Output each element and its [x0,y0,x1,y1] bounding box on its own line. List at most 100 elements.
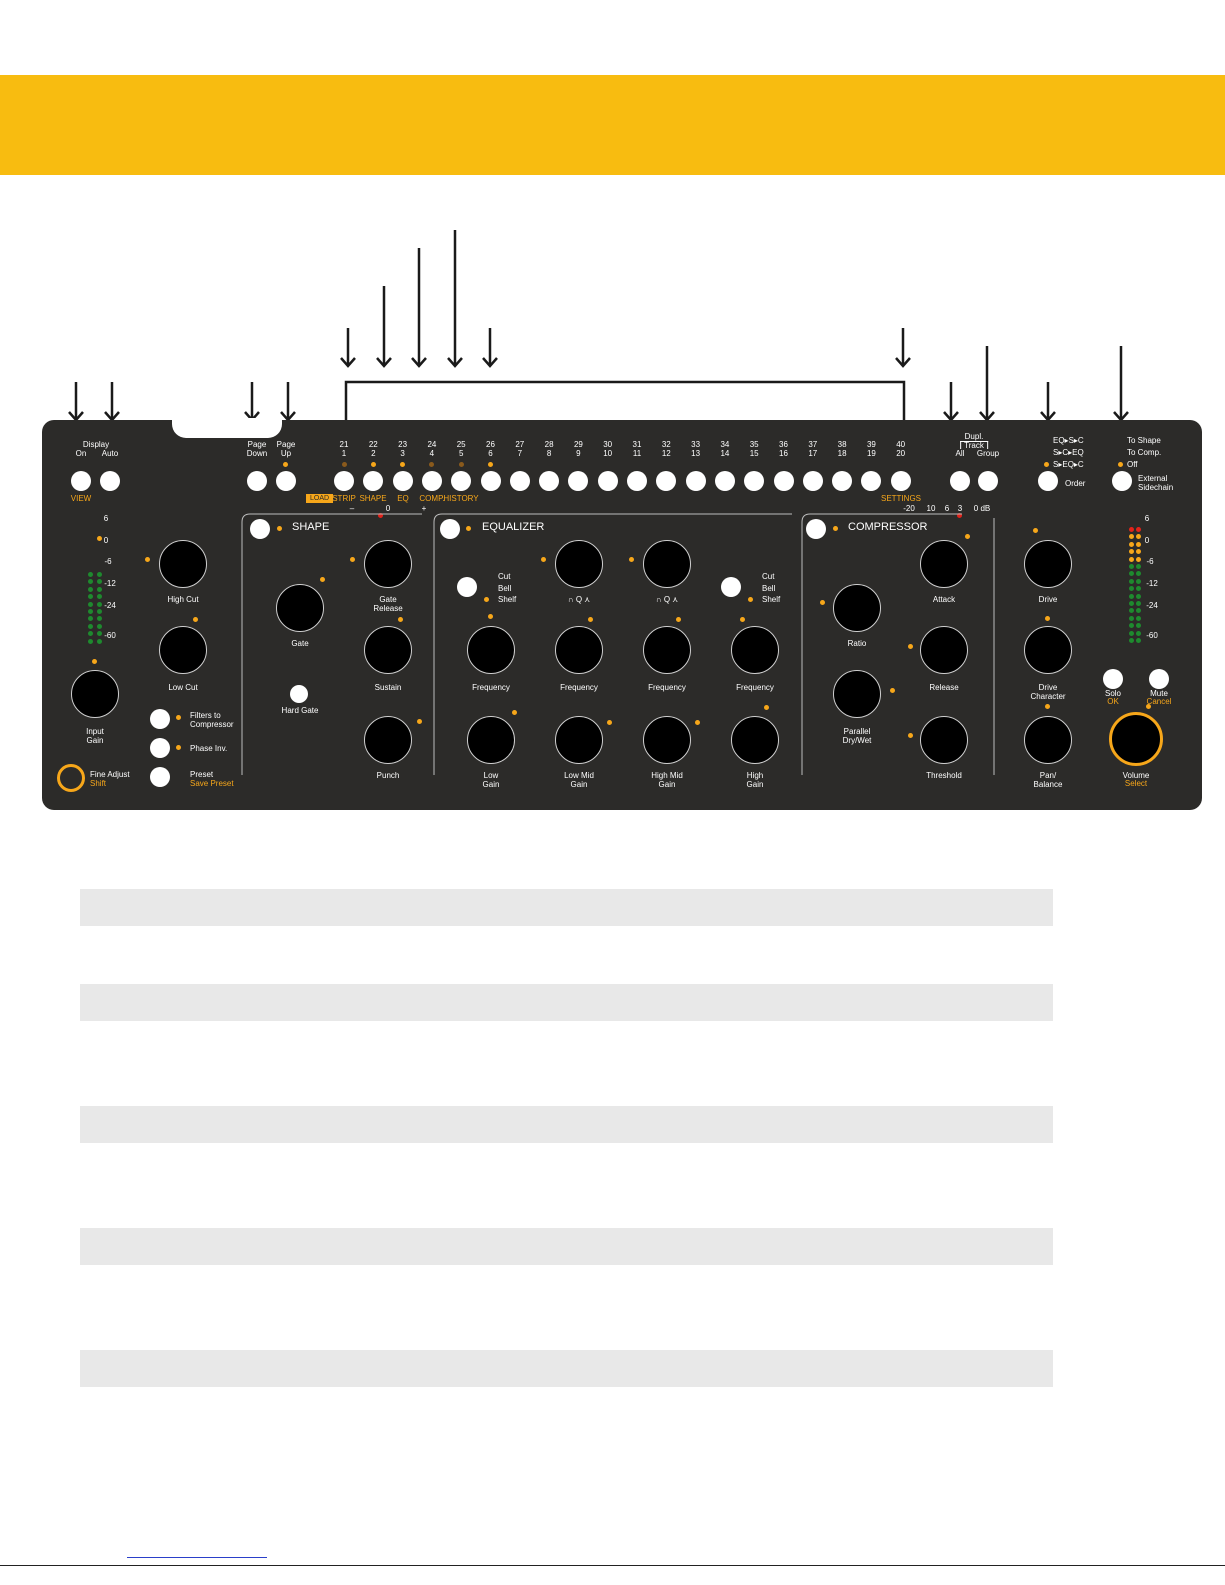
page-up-button[interactable] [276,471,296,491]
lowmid-frequency-knob[interactable] [555,626,603,674]
mute-label: Mute [1150,689,1168,698]
attack-knob[interactable] [920,540,968,588]
strip-button[interactable] [568,471,589,491]
strip-button[interactable] [480,471,501,491]
order-button[interactable] [1038,471,1058,491]
strip-button[interactable] [597,471,618,491]
high-cut-knob[interactable] [159,540,207,588]
shape-led [277,526,282,531]
lowmid-gain-knob[interactable] [555,716,603,764]
strip-button[interactable] [890,471,911,491]
high-frequency-knob[interactable] [731,626,779,674]
gate-release-label: Gate Release [373,595,403,613]
eq-enable-button[interactable] [440,519,460,539]
display-auto-button[interactable] [100,471,120,491]
strip-button[interactable] [451,471,472,491]
table-row-bar [80,889,1053,926]
strip-button[interactable] [539,471,560,491]
solo-button[interactable] [1103,669,1123,689]
input-meter-segment [97,586,102,592]
low-gain-knob[interactable] [467,716,515,764]
preset-button[interactable] [150,767,170,787]
highmid-q-knob[interactable] [643,540,691,588]
input-meter-segment [88,609,93,614]
meter-segment [1129,608,1134,614]
ratio-knob[interactable] [833,584,881,632]
strip-button[interactable] [656,471,677,491]
strip-button[interactable] [861,471,882,491]
release-knob[interactable] [920,626,968,674]
comp-mode-label: COMP. [419,494,445,503]
input-meter-segment [88,623,93,629]
input-meter-segment [88,594,93,600]
mute-button[interactable] [1149,669,1169,689]
off-label: Off [1127,460,1138,469]
order-option-2: S▸C▸EQ [1053,448,1084,457]
phase-inv-button[interactable] [150,738,170,758]
strip-button[interactable] [773,471,794,491]
parallel-led [890,688,895,693]
all-label: All [955,449,965,458]
page-down-button[interactable] [247,471,267,491]
db-scale-6: 6 [944,504,950,513]
input-gain-knob[interactable] [71,670,119,718]
sustain-knob[interactable] [364,626,412,674]
low-type-cut: Cut [498,572,511,581]
parallel-knob[interactable] [833,670,881,718]
settings-label: SETTINGS [880,494,922,503]
strip-button[interactable] [334,471,354,491]
punch-knob[interactable] [364,716,412,764]
shape-enable-button[interactable] [250,519,270,539]
strip-button[interactable] [509,471,530,491]
strip-button[interactable] [802,471,823,491]
input-meter-segment [97,572,102,577]
dupl-group-button[interactable] [978,471,998,491]
external-sidechain-button[interactable] [1112,471,1132,491]
highmid-gain-knob[interactable] [643,716,691,764]
strip-number-bottom: 3 [400,449,405,458]
low-filter-type-button[interactable] [457,577,477,597]
fine-adjust-button[interactable] [57,764,85,792]
plus-label: + [421,504,427,513]
strip-button[interactable] [714,471,735,491]
lowmid-q-led [541,557,546,562]
low-cut-knob[interactable] [159,626,207,674]
strip-button[interactable] [685,471,706,491]
strip-button[interactable] [744,471,765,491]
strip-button[interactable] [392,471,413,491]
strip-button[interactable] [421,471,442,491]
to-shape-label: To Shape [1127,436,1161,445]
meter-segment [1136,578,1141,584]
lowmid-q-knob[interactable] [555,540,603,588]
display-on-button[interactable] [71,471,91,491]
drive-character-knob[interactable] [1024,626,1072,674]
threshold-knob[interactable] [920,716,968,764]
gate-release-knob[interactable] [364,540,412,588]
input-meter-segment [97,638,102,644]
strip-number-top: 34 [720,440,730,449]
hard-gate-button[interactable] [290,685,308,703]
strip-button[interactable] [832,471,853,491]
pan-balance-knob[interactable] [1024,716,1072,764]
volume-knob[interactable] [1109,712,1163,766]
strip-number-bottom: 14 [720,449,730,458]
input-meter-segment [97,579,102,585]
filters-to-compressor-button[interactable] [150,709,170,729]
release-label: Release [929,683,959,692]
strip-button[interactable] [627,471,647,491]
gate-knob[interactable] [276,584,324,632]
low-frequency-knob[interactable] [467,626,515,674]
order-option-3: S▸EQ▸C [1053,460,1084,469]
footer-link-underline[interactable] [127,1557,267,1558]
low-frequency-label: Frequency [472,683,510,692]
dupl-all-button[interactable] [950,471,970,491]
high-gain-knob[interactable] [731,716,779,764]
high-filter-type-button[interactable] [721,577,741,597]
highmid-frequency-knob[interactable] [643,626,691,674]
comp-enable-button[interactable] [806,519,826,539]
input-gain-label: Input Gain [86,727,104,745]
drive-knob[interactable] [1024,540,1072,588]
meter-segment [1129,541,1134,547]
strip-button[interactable] [363,471,384,491]
strip-number-bottom: 16 [779,449,788,458]
